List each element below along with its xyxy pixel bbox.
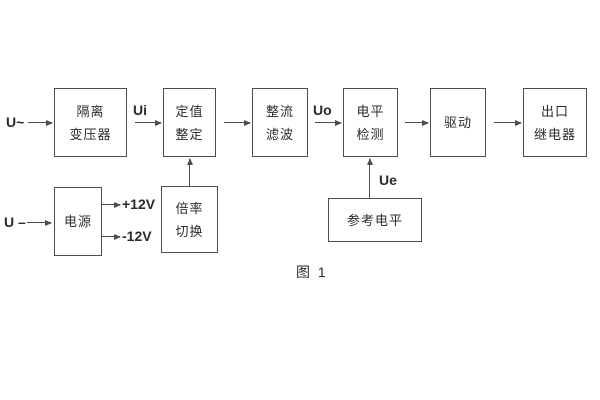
block-rectifier-filter: 整流 滤波 <box>252 88 308 157</box>
arrow-power-neg-rail-icon <box>102 236 120 238</box>
block-label-line: 切换 <box>175 223 204 239</box>
arrow-reference-to-level-icon <box>369 159 371 198</box>
arrow-rectifier-to-level-icon <box>315 122 341 124</box>
dc-input-label: U – <box>4 214 26 230</box>
arrow-setting-to-rectifier-icon <box>224 122 250 124</box>
arrow-ac-to-isolation-icon <box>28 122 52 124</box>
block-label-line: 定值 <box>175 103 204 119</box>
arrow-drive-to-relay-icon <box>494 122 521 124</box>
block-label-line: 变压器 <box>69 126 112 142</box>
block-drive: 驱动 <box>430 88 486 157</box>
block-label-line: 检测 <box>356 126 385 142</box>
signal-ue-label: Ue <box>379 172 397 188</box>
block-reference-level: 参考电平 <box>328 198 422 242</box>
arrow-level-to-drive-icon <box>405 122 428 124</box>
block-isolation-transformer: 隔离 变压器 <box>54 88 127 157</box>
rail-neg-label: -12V <box>122 228 152 244</box>
block-label-line: 整流 <box>265 103 294 119</box>
block-value-setting: 定值 整定 <box>163 88 216 157</box>
block-label-line: 出口 <box>540 103 569 119</box>
block-power-supply: 电源 <box>54 187 102 256</box>
ac-input-label: U~ <box>6 114 25 130</box>
rail-pos-label: +12V <box>122 196 156 212</box>
block-label-line: 隔离 <box>76 103 105 119</box>
arrow-dc-to-power-icon <box>27 222 51 224</box>
block-label-line: 电平 <box>356 103 385 119</box>
block-label-line: 电源 <box>63 214 92 229</box>
block-label-line: 倍率 <box>175 200 204 216</box>
arrow-power-pos-rail-icon <box>102 204 120 206</box>
block-label-line: 驱动 <box>443 115 472 130</box>
block-label-line: 整定 <box>175 126 204 142</box>
block-label-line: 参考电平 <box>346 212 403 228</box>
signal-ui-label: Ui <box>133 102 147 118</box>
figure-caption: 图 1 <box>296 264 328 280</box>
block-level-detection: 电平 检测 <box>343 88 398 157</box>
signal-uo-label: Uo <box>313 102 332 118</box>
arrow-isolation-to-setting-icon <box>135 122 161 124</box>
block-label-line: 继电器 <box>533 126 576 142</box>
arrow-ratio-to-setting-icon <box>189 159 191 186</box>
block-ratio-switch: 倍率 切换 <box>161 186 218 253</box>
block-label-line: 滤波 <box>265 126 294 142</box>
block-output-relay: 出口 继电器 <box>523 88 587 157</box>
